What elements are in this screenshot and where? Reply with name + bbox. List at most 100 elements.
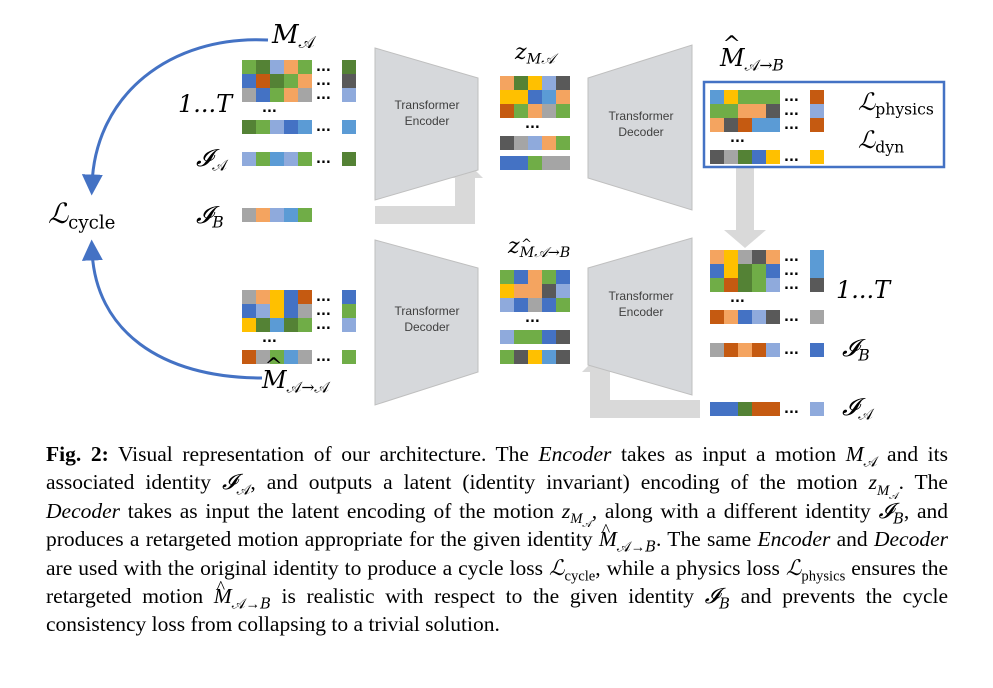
token-cell [298,208,312,222]
token-cell [342,152,356,166]
ellipsis-mark: ... [316,88,331,103]
encoder-bottom-block[interactable] [587,237,693,396]
token-cell [528,104,542,118]
token-cell [284,60,298,74]
token-cell [766,250,780,264]
ellipsis-mark: ... [262,331,277,346]
encoder-bottom-label-1: Transformer [609,289,674,303]
token-cell [256,208,270,222]
token-cell [738,150,752,164]
token-cell [256,74,270,88]
ellipsis-mark: ... [316,290,331,305]
ellipsis-mark: ... [784,310,799,325]
token-cell [514,90,528,104]
token-cell [528,136,542,150]
label-identity-a-top: 𝓘𝒜 [196,144,227,175]
token-cell [342,60,356,74]
token-cell [528,156,542,170]
token-cell [256,60,270,74]
token-cell [752,118,766,132]
token-cell [342,290,356,304]
token-cell [500,270,514,284]
token-cell [542,156,556,170]
ellipsis-mark: ... [784,278,799,293]
decoder-bottom-block[interactable] [374,239,479,406]
figure-caption: Fig. 2: Visual representation of our arc… [46,440,948,639]
token-cell [752,104,766,118]
token-cell [810,278,824,292]
ellipsis-mark: ... [316,350,331,365]
token-cell [256,120,270,134]
token-cell [766,118,780,132]
token-cell [556,90,570,104]
token-cell [752,150,766,164]
label-identity-b-bottom: 𝓘𝐵 [842,334,870,365]
token-cell [342,304,356,318]
decoder-top-block[interactable] [587,44,693,211]
token-cell [242,318,256,332]
token-cell [542,76,556,90]
ellipsis-mark: ... [316,318,331,333]
token-cell [256,290,270,304]
token-cell [810,310,824,324]
token-cell [514,330,528,344]
token-cell [528,76,542,90]
ellipsis-mark: ... [784,90,799,105]
token-cell [528,330,542,344]
token-cell [256,88,270,102]
token-cell [270,208,284,222]
token-cell [298,290,312,304]
encoder-top-block[interactable] [374,47,479,201]
ellipsis-mark: ... [316,60,331,75]
label-identity-b-top: 𝓘𝐵 [196,201,224,232]
token-cell [500,76,514,90]
decoder-bottom-label-1: Transformer [395,304,460,318]
token-cell [284,290,298,304]
token-cell [298,60,312,74]
token-cell [766,278,780,292]
token-cell [738,343,752,357]
flow-arrow-decoder-output-down [724,168,766,248]
token-cell [556,350,570,364]
token-cell [242,120,256,134]
token-cell [556,156,570,170]
token-cell [752,343,766,357]
token-cell [284,350,298,364]
token-cell [298,350,312,364]
token-cell [810,150,824,164]
label-loss-dyn: ℒdyn [858,126,905,157]
token-cell [710,278,724,292]
token-cell [270,318,284,332]
token-cell [810,104,824,118]
token-cell [256,304,270,318]
label-loss-cycle: ℒcycle [48,197,116,234]
token-cell [528,284,542,298]
token-cell [500,298,514,312]
token-cell [242,290,256,304]
token-cell [556,104,570,118]
token-cell [298,152,312,166]
label-loss-physics: ℒphysics [858,88,934,119]
token-cell [752,250,766,264]
ellipsis-mark: ... [525,117,540,132]
label-m-ab: M𝒜→𝐵 [720,34,784,74]
token-cell [738,278,752,292]
token-cell [710,118,724,132]
token-cell [766,264,780,278]
token-cell [500,156,514,170]
token-cell [270,120,284,134]
token-cell [724,264,738,278]
token-cell [710,402,724,416]
token-cell [724,278,738,292]
token-cell [284,208,298,222]
token-cell [284,88,298,102]
token-cell [710,150,724,164]
token-cell [514,350,528,364]
token-cell [556,136,570,150]
token-cell [342,350,356,364]
token-cell [242,152,256,166]
token-cell [752,90,766,104]
token-cell [542,350,556,364]
token-cell [724,402,738,416]
token-cell [738,264,752,278]
